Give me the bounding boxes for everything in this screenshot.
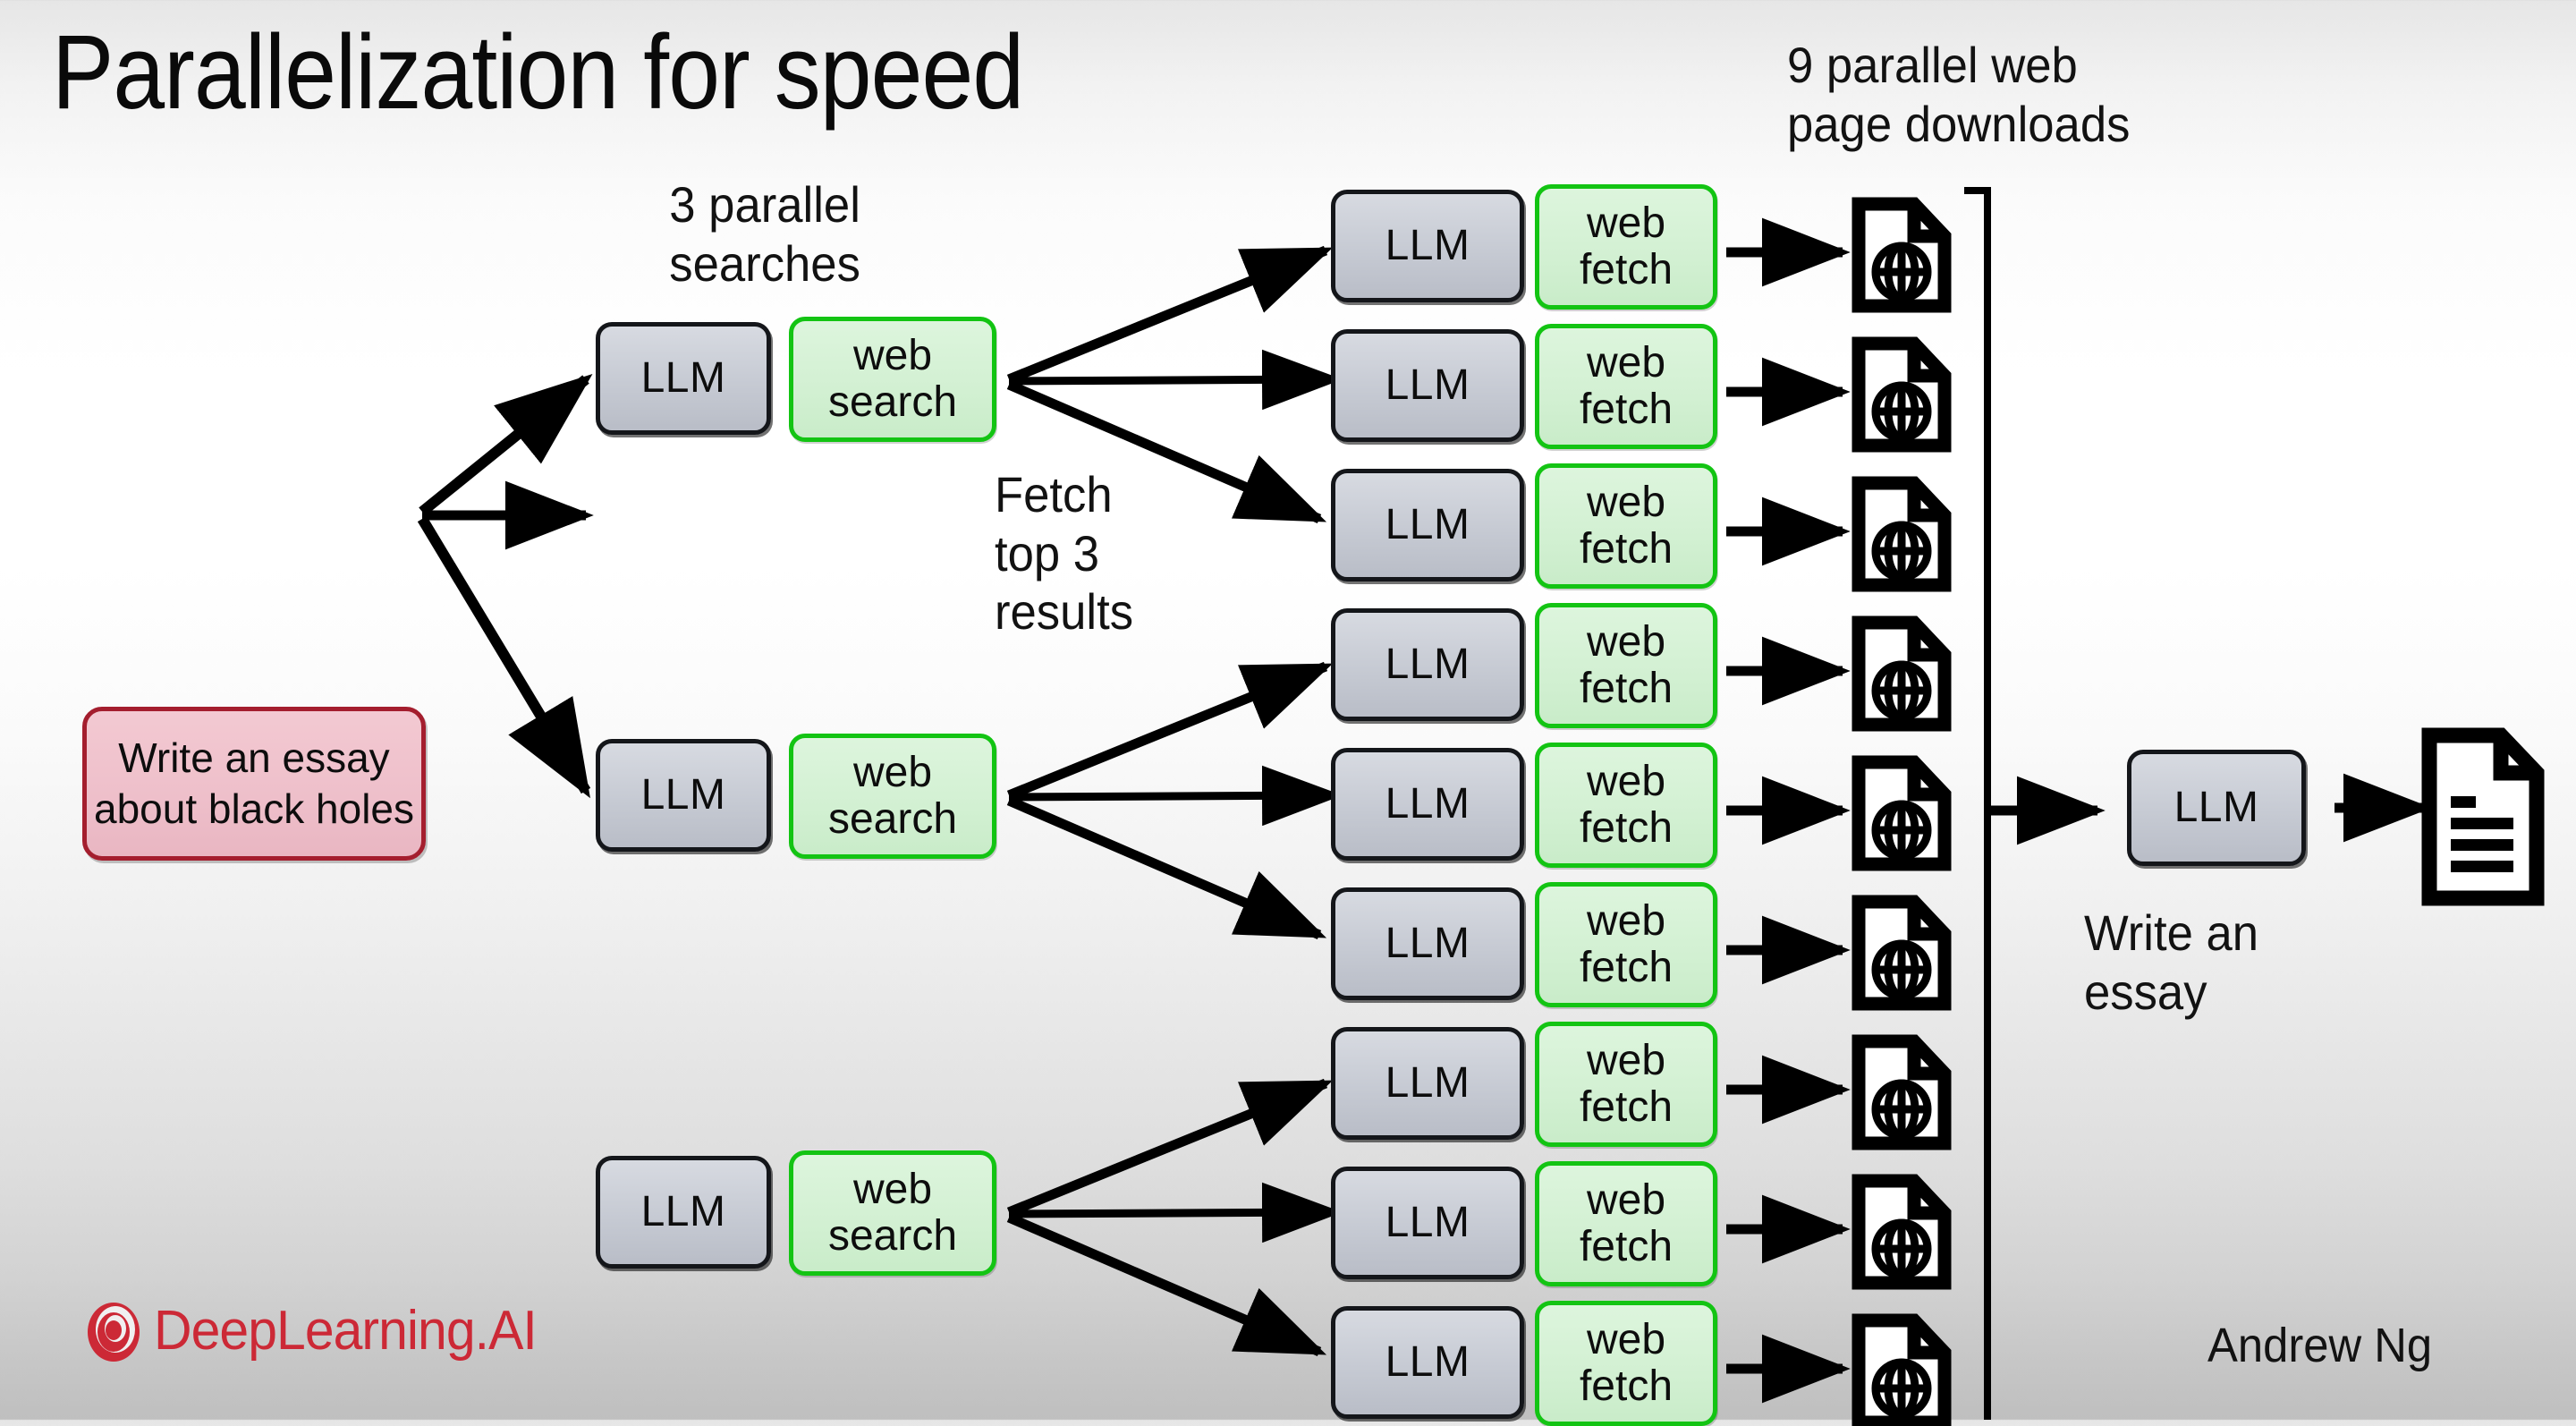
llm-label: LLM	[1385, 780, 1470, 828]
web-page-document-icon	[1852, 615, 1952, 732]
fetch-row-1-llm[interactable]: LLM	[1331, 190, 1524, 302]
llm-label: LLM	[1385, 222, 1470, 270]
web-search-label: web search	[827, 749, 958, 843]
web-fetch-label: web fetch	[1579, 1037, 1674, 1131]
fetch-row-1-tool[interactable]: web fetch	[1535, 184, 1717, 310]
fetch-row-6-llm[interactable]: LLM	[1331, 887, 1524, 1000]
llm-label: LLM	[2174, 784, 2259, 832]
llm-label: LLM	[1385, 501, 1470, 549]
fetch-row-6-tool[interactable]: web fetch	[1535, 882, 1717, 1007]
llm-label: LLM	[1385, 920, 1470, 968]
llm-label: LLM	[1385, 641, 1470, 689]
web-page-document-icon	[1852, 1313, 1952, 1426]
prompt-node-label: Write an essay about black holes	[93, 734, 415, 832]
web-fetch-label: web fetch	[1579, 199, 1674, 293]
fetch-to-page-arrows	[1726, 217, 1851, 1404]
annotation-write-an-essay: Write an essay	[2084, 904, 2259, 1020]
web-page-document-icon	[1852, 1034, 1952, 1150]
fetch-row-4-llm[interactable]: LLM	[1331, 608, 1524, 721]
prompt-node[interactable]: Write an essay about black holes	[82, 707, 426, 861]
web-page-document-icon	[1852, 895, 1952, 1011]
search-1-fanout-arrows	[1006, 245, 1343, 524]
llm-label: LLM	[640, 1188, 726, 1236]
web-page-document-icon	[1852, 1174, 1952, 1290]
fetch-row-3-tool[interactable]: web fetch	[1535, 463, 1717, 589]
web-page-document-icon	[1852, 476, 1952, 592]
fetch-row-7-tool[interactable]: web fetch	[1535, 1022, 1717, 1147]
search-branch-2-llm[interactable]: LLM	[596, 739, 771, 852]
annotation-parallel-searches: 3 parallel searches	[669, 176, 860, 292]
fetch-row-8-tool[interactable]: web fetch	[1535, 1161, 1717, 1286]
llm-label: LLM	[640, 354, 726, 403]
web-fetch-label: web fetch	[1579, 1176, 1674, 1270]
search-branch-2-tool[interactable]: web search	[789, 734, 996, 859]
web-page-document-icon	[1852, 197, 1952, 313]
brand-logo: DeepLearning.AI	[86, 1299, 556, 1362]
fetch-row-5-tool[interactable]: web fetch	[1535, 743, 1717, 868]
search-2-fanout-arrows	[1006, 661, 1343, 940]
web-fetch-label: web fetch	[1579, 758, 1674, 852]
fetch-row-4-tool[interactable]: web fetch	[1535, 603, 1717, 728]
search-branch-1-tool[interactable]: web search	[789, 317, 996, 442]
llm-label: LLM	[1385, 1059, 1470, 1108]
web-fetch-label: web fetch	[1579, 897, 1674, 991]
search-3-fanout-arrows	[1006, 1078, 1343, 1357]
web-fetch-label: web fetch	[1579, 479, 1674, 573]
fetch-row-8-llm[interactable]: LLM	[1331, 1167, 1524, 1279]
llm-label: LLM	[1385, 361, 1470, 410]
fetch-row-9-llm[interactable]: LLM	[1331, 1306, 1524, 1419]
llm-label: LLM	[1385, 1338, 1470, 1387]
text-document-icon	[2421, 727, 2545, 906]
slide-title: Parallelization for speed	[52, 13, 1024, 132]
annotation-fetch-top-results: Fetch top 3 results	[995, 466, 1134, 641]
search-branch-1-llm[interactable]: LLM	[596, 322, 771, 435]
web-fetch-label: web fetch	[1579, 618, 1674, 712]
search-branch-3-llm[interactable]: LLM	[596, 1156, 771, 1269]
web-search-label: web search	[827, 1166, 958, 1260]
web-fetch-label: web fetch	[1579, 339, 1674, 433]
fetch-row-5-llm[interactable]: LLM	[1331, 748, 1524, 861]
llm-label: LLM	[1385, 1199, 1470, 1247]
downloads-bracket	[1964, 187, 1991, 1420]
final-llm-node[interactable]: LLM	[2127, 750, 2306, 866]
web-page-document-icon	[1852, 755, 1952, 871]
deeplearning-spiral-icon	[88, 1302, 140, 1362]
search-branch-3-tool[interactable]: web search	[789, 1150, 996, 1276]
fetch-row-2-tool[interactable]: web fetch	[1535, 324, 1717, 449]
fetch-row-9-tool[interactable]: web fetch	[1535, 1301, 1717, 1426]
brand-logo-text: DeepLearning.AI	[154, 1300, 538, 1362]
llm-label: LLM	[640, 771, 726, 819]
web-page-document-icon	[1852, 336, 1952, 453]
fetch-row-3-llm[interactable]: LLM	[1331, 469, 1524, 581]
web-fetch-label: web fetch	[1579, 1316, 1674, 1410]
fetch-row-2-llm[interactable]: LLM	[1331, 329, 1524, 442]
web-search-label: web search	[827, 332, 958, 426]
annotation-parallel-downloads: 9 parallel web page downloads	[1787, 37, 2131, 152]
footer-author: Andrew Ng	[2207, 1319, 2433, 1372]
fetch-row-7-llm[interactable]: LLM	[1331, 1027, 1524, 1140]
prompt-fanout-arrows	[417, 373, 594, 799]
